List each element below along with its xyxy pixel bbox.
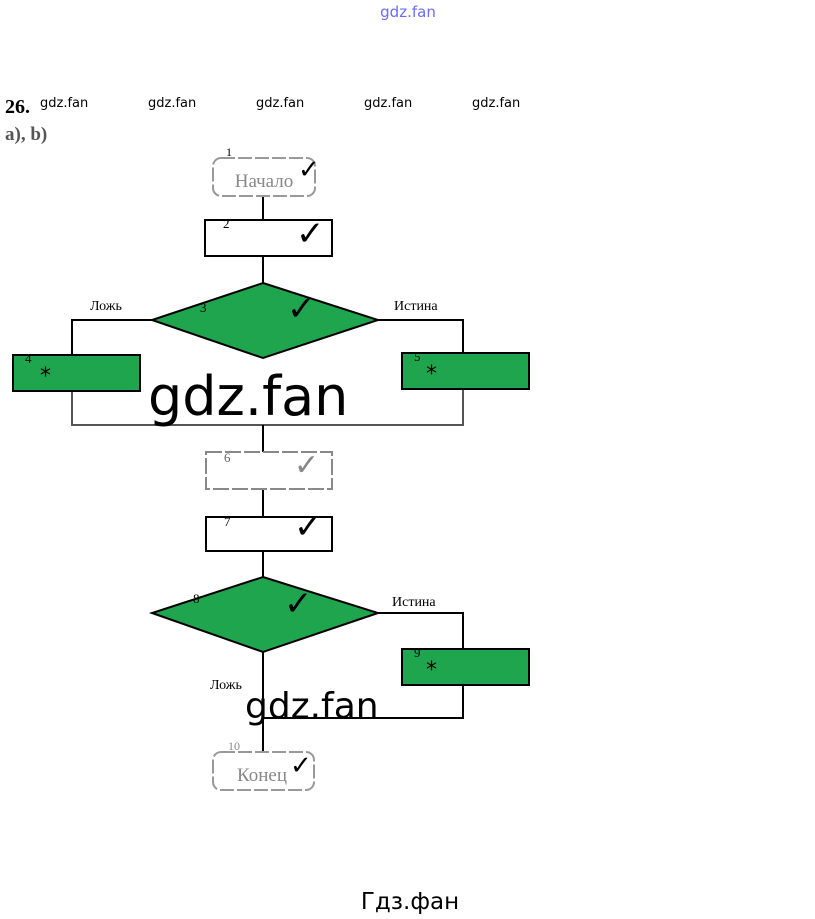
watermark-row-1: gdz.fan [40, 96, 88, 111]
true-label: Истина [392, 595, 436, 610]
false-label: Ложь [90, 299, 122, 314]
watermark-big-1: gdz.fan [148, 365, 348, 428]
block-number: 9 [414, 645, 421, 660]
watermark-bottom: Гдз.фан [361, 889, 459, 915]
process-block-6 [205, 451, 333, 490]
false-label: Ложь [210, 678, 242, 693]
block-number: 4 [25, 351, 32, 366]
check-icon: ✓ [294, 448, 319, 483]
task-parts: a), b) [5, 124, 47, 145]
watermark-row-4: gdz.fan [364, 96, 412, 111]
watermark-top: gdz.fan [380, 3, 436, 21]
block-number: 7 [224, 514, 231, 529]
end-label: Конец [237, 765, 287, 786]
check-icon: ✓ [287, 289, 316, 329]
watermark-row-5: gdz.fan [472, 96, 520, 111]
check-icon: ✓ [296, 214, 325, 254]
decision-block-8 [148, 575, 382, 654]
asterisk-mark: * [40, 364, 51, 389]
check-icon: ✓ [290, 751, 312, 781]
check-icon: ✓ [294, 507, 323, 547]
process-block-7 [205, 516, 333, 552]
true-label: Истина [394, 299, 438, 314]
task-number: 26. [5, 96, 30, 118]
connectors [71, 196, 464, 752]
block-number: 2 [223, 216, 230, 231]
block-number: 5 [414, 349, 421, 364]
start-number: 1 [226, 145, 232, 159]
process-block-9 [401, 648, 530, 686]
asterisk-mark: * [426, 658, 437, 683]
start-terminal [212, 157, 316, 197]
watermark-row-2: gdz.fan [148, 96, 196, 111]
process-block-4 [12, 354, 141, 392]
asterisk-mark: * [426, 362, 437, 387]
watermark-row-3: gdz.fan [256, 96, 304, 111]
block-number: 3 [200, 300, 207, 315]
end-terminal [212, 751, 315, 791]
check-icon: ✓ [298, 155, 320, 185]
start-label: Начало [235, 171, 294, 192]
block-number: 6 [224, 450, 231, 465]
process-block-2 [204, 219, 333, 257]
watermark-big-2: gdz.fan [245, 686, 379, 727]
decision-block-3 [148, 281, 382, 360]
process-block-5 [401, 352, 530, 390]
end-number: 10 [228, 739, 240, 753]
block-number: 8 [193, 591, 200, 606]
check-icon: ✓ [284, 584, 313, 624]
